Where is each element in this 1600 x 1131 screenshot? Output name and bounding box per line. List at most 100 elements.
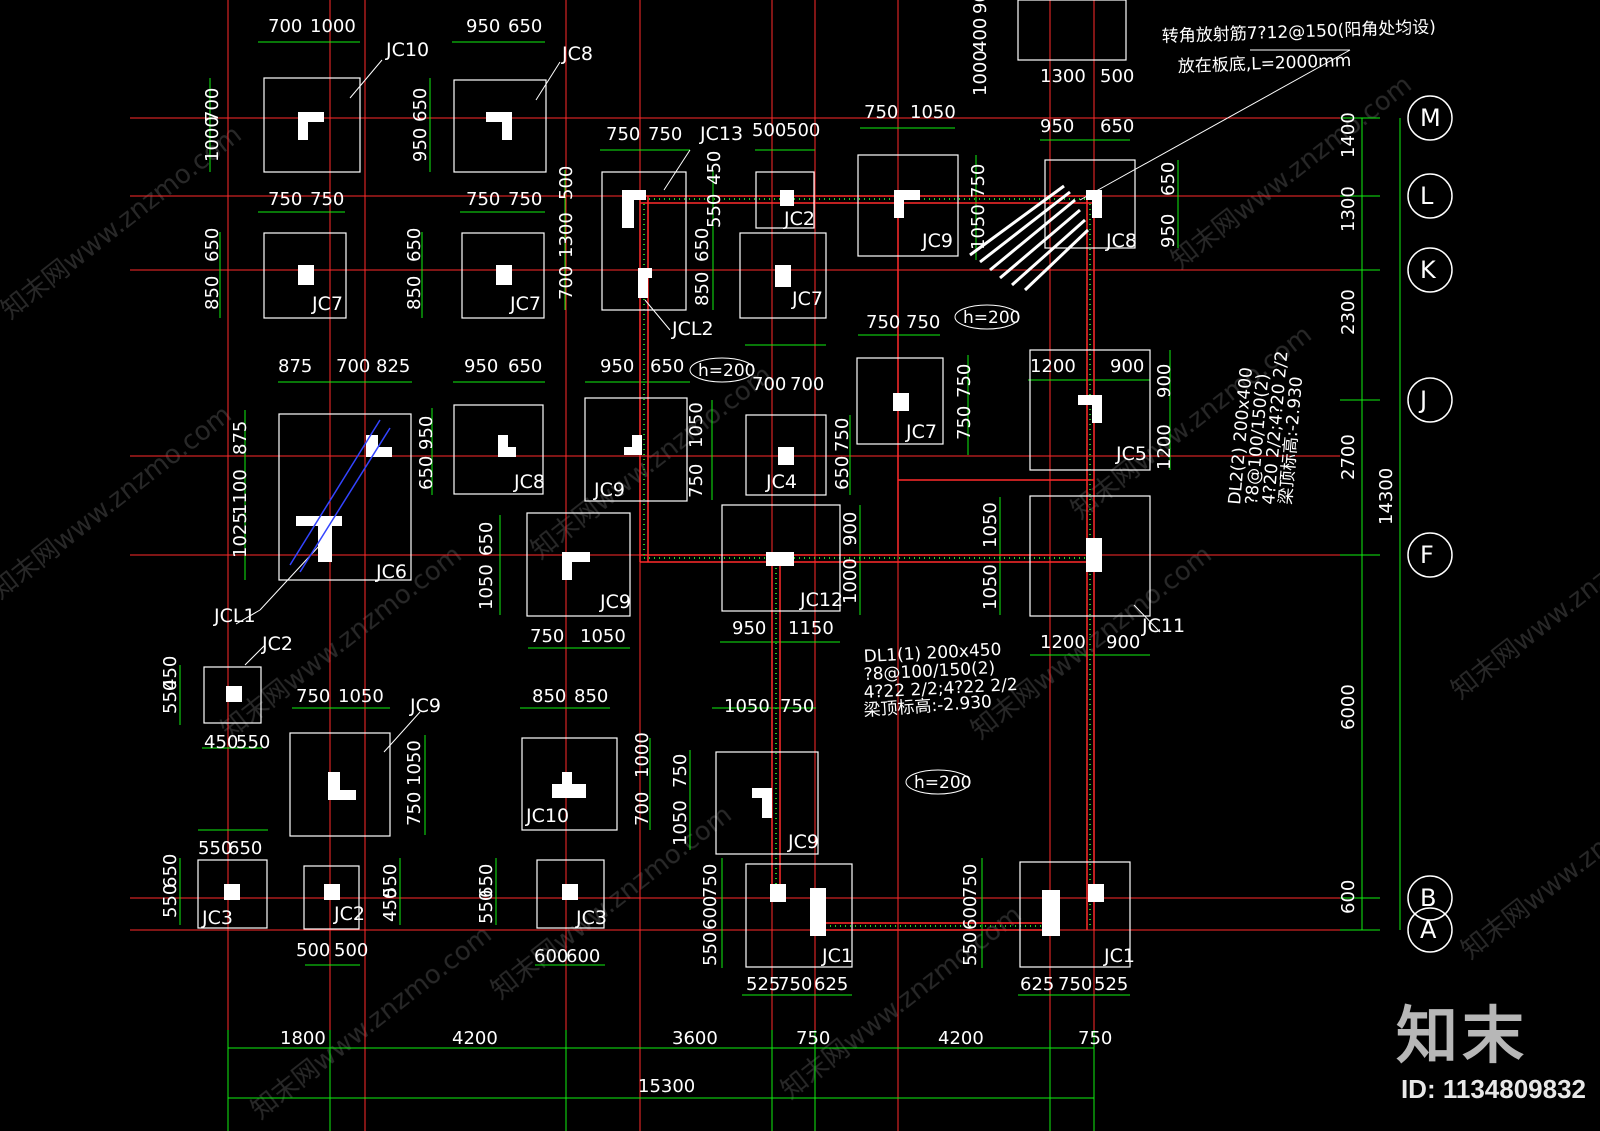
footing-dim: 650 bbox=[1158, 162, 1179, 196]
footing-dim: 600 bbox=[566, 946, 600, 967]
footing-dim: 600 bbox=[534, 946, 568, 967]
top-dim: 90 bbox=[970, 0, 991, 14]
footing-label: JC6 bbox=[375, 561, 407, 583]
footing-dim: 1050 bbox=[580, 626, 626, 647]
top-dim: 400 bbox=[970, 18, 991, 52]
footing-dim: 875 bbox=[230, 421, 251, 455]
footing-label: JC7 bbox=[905, 421, 937, 443]
footing-dim: 750 bbox=[832, 418, 853, 452]
axis-label: A bbox=[1420, 916, 1437, 944]
footing-dim: 750 bbox=[968, 164, 989, 198]
footing-label: JC7 bbox=[311, 293, 343, 315]
right-dim: 1300 bbox=[1338, 186, 1359, 232]
footing-dim: 650 bbox=[404, 228, 425, 262]
footing-dim: 550 bbox=[160, 884, 181, 918]
footing-dim: 750 bbox=[686, 464, 707, 498]
footing-dim: 500 bbox=[556, 166, 577, 200]
top-dim: 500 bbox=[1100, 66, 1134, 87]
right-dim: 2300 bbox=[1338, 289, 1359, 335]
right-dim: 600 bbox=[1338, 880, 1359, 914]
footing-dim: 750 bbox=[1058, 974, 1092, 995]
footing-dim: 750 bbox=[778, 974, 812, 995]
footing-dim: 550 bbox=[236, 732, 270, 753]
slab-tag-ellipses bbox=[689, 304, 1020, 795]
footing-label: JC1 bbox=[821, 945, 853, 967]
footing-dim: 750 bbox=[648, 124, 682, 145]
footing-dim: 550 bbox=[198, 838, 232, 859]
axis-label: J bbox=[1418, 386, 1427, 414]
footing-dim: 450 bbox=[704, 151, 725, 185]
footing-dim: 950 bbox=[732, 618, 766, 639]
footing-dim: 625 bbox=[1020, 974, 1054, 995]
footing-label: JC11 bbox=[1141, 615, 1185, 637]
footing-label: JC2 bbox=[333, 903, 365, 925]
footing-dim: 500 bbox=[752, 120, 786, 141]
footing-dim: 750 bbox=[866, 312, 900, 333]
footing-dim: 1000 bbox=[632, 732, 653, 778]
footing-dim: 600 bbox=[960, 896, 981, 930]
footing-dim: 1025 bbox=[230, 512, 251, 558]
footing-label: JC8 bbox=[513, 471, 545, 493]
footing-dim: 1050 bbox=[338, 686, 384, 707]
footing-dim: 1000 bbox=[840, 558, 861, 604]
bottom-dim: 750 bbox=[796, 1028, 830, 1049]
footing-dim: 550 bbox=[700, 932, 721, 966]
footing-dim: 650 bbox=[476, 864, 497, 898]
footing-label: JC9 bbox=[599, 591, 631, 613]
bottom-dim: 750 bbox=[1078, 1028, 1112, 1049]
axis-label: F bbox=[1420, 541, 1434, 569]
footing-dim: 850 bbox=[202, 276, 223, 310]
footing-dim: 1050 bbox=[980, 564, 1001, 610]
footing-label: JC2 bbox=[783, 208, 815, 230]
footing-label: JC12 bbox=[799, 589, 843, 611]
footing-label: JC9 bbox=[921, 230, 953, 252]
footing-dim: 1050 bbox=[910, 102, 956, 123]
bottom-dim: 4200 bbox=[452, 1028, 498, 1049]
footing-dim: 900 bbox=[840, 512, 861, 546]
footing-dim: 550 bbox=[476, 890, 497, 924]
footing-dim: 750 bbox=[700, 864, 721, 898]
footing-dim: 1000 bbox=[202, 116, 223, 162]
footing-dim: 875 bbox=[278, 356, 312, 377]
footing-dim: 1100 bbox=[230, 469, 251, 515]
footing-dim: 1050 bbox=[670, 800, 691, 846]
footing-dim: 900 bbox=[1106, 632, 1140, 653]
footing-dim: 450 bbox=[204, 732, 238, 753]
footing-label: JC8 bbox=[1105, 230, 1137, 252]
footing-dim: 650 bbox=[416, 456, 437, 490]
footing-dim: 950 bbox=[1040, 116, 1074, 137]
footing-dim: 650 bbox=[650, 356, 684, 377]
footing-dim: 500 bbox=[296, 940, 330, 961]
footing-dim: 950 bbox=[466, 16, 500, 37]
axis-label: L bbox=[1420, 182, 1434, 210]
footing-dim: 650 bbox=[832, 456, 853, 490]
footing-dim: 750 bbox=[530, 626, 564, 647]
footing-label: JC7 bbox=[509, 293, 541, 315]
footing-dim: 700 bbox=[202, 88, 223, 122]
footing-label: JC3 bbox=[575, 907, 607, 929]
footing-dim: 550 bbox=[704, 194, 725, 228]
bottom-total-dim: 15300 bbox=[638, 1076, 695, 1097]
footing-dim: 750 bbox=[466, 189, 500, 210]
footing-dim: 850 bbox=[574, 686, 608, 707]
footing-label: JC8 bbox=[561, 43, 593, 65]
right-dim: 14300 bbox=[1376, 468, 1397, 525]
footing-dim: 850 bbox=[692, 272, 713, 306]
footing-dim: 1200 bbox=[1030, 356, 1076, 377]
footing-outlines bbox=[197, 0, 1151, 968]
footing-dim: 600 bbox=[700, 896, 721, 930]
footing-dim: 750 bbox=[404, 792, 425, 826]
watermark-logo: 知末 bbox=[1395, 999, 1528, 1072]
footing-label: JC1 bbox=[1103, 945, 1135, 967]
footing-dim: 750 bbox=[606, 124, 640, 145]
footing-dim: 650 bbox=[160, 854, 181, 888]
footing-dim: 650 bbox=[202, 228, 223, 262]
corner-radial-rebar-hatch bbox=[969, 184, 1090, 292]
footing-dim: 850 bbox=[404, 276, 425, 310]
footing-label: JC3 bbox=[201, 907, 233, 929]
footing-dim: 650 bbox=[476, 522, 497, 556]
bottom-dim: 1800 bbox=[280, 1028, 326, 1049]
footing-dim: 950 bbox=[1158, 214, 1179, 248]
